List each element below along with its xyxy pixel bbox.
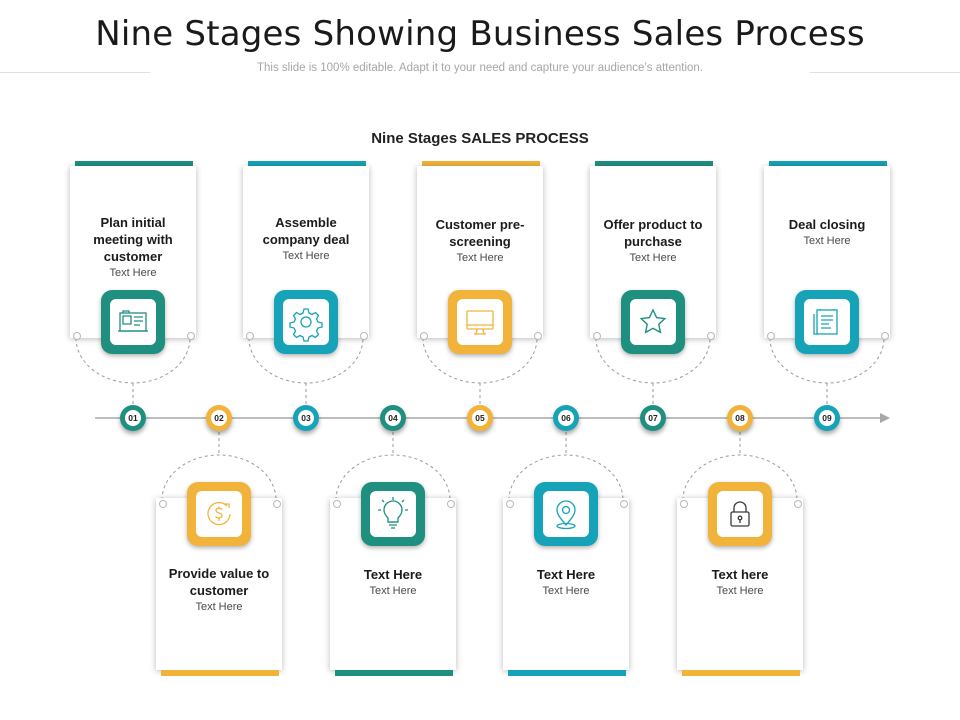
arc-stage-05 <box>422 337 538 384</box>
stage-icon-frame-03 <box>274 290 338 354</box>
card-accent-bar-04 <box>335 670 453 676</box>
pin <box>506 500 514 508</box>
stage-card-07: Offer product to purchase Text Here <box>590 166 716 338</box>
pin <box>360 332 368 340</box>
stage-text-09: Text Here <box>803 235 851 247</box>
card-accent-bar-03 <box>248 161 366 167</box>
arc-stage-01 <box>75 337 191 384</box>
pin <box>620 500 628 508</box>
timeline-node-02: 02 <box>206 405 232 431</box>
stage-icon-frame-06 <box>534 482 598 546</box>
pin <box>447 500 455 508</box>
card-accent-bar-05 <box>422 161 540 167</box>
blueprint-icon <box>118 310 148 332</box>
timeline-arrowhead <box>880 413 890 423</box>
node-number-04: 04 <box>385 410 401 426</box>
pin <box>420 332 428 340</box>
arc-stage-02 <box>161 454 277 501</box>
pin <box>707 332 715 340</box>
pin <box>73 332 81 340</box>
pin <box>534 332 542 340</box>
stage-icon-frame-05 <box>448 290 512 354</box>
stage-icon-frame-07 <box>621 290 685 354</box>
node-number-06: 06 <box>558 410 574 426</box>
timeline-node-04: 04 <box>380 405 406 431</box>
pin <box>593 332 601 340</box>
stage-heading-01: Plan initial meeting with customer <box>93 215 173 264</box>
timeline-node-07: 07 <box>640 405 666 431</box>
stage-text-04: Text Here <box>369 585 417 597</box>
node-number-03: 03 <box>298 410 314 426</box>
stage-heading-04: Text Here <box>363 567 423 582</box>
timeline-node-06: 06 <box>553 405 579 431</box>
stage-heading-09: Deal closing <box>788 217 866 232</box>
arc-stage-03 <box>248 337 364 384</box>
stage-heading-03: Assemble company deal <box>262 215 350 247</box>
timeline-node-05: 05 <box>467 405 493 431</box>
pin <box>159 500 167 508</box>
title-divider-left <box>0 72 150 73</box>
stage-icon-frame-04 <box>361 482 425 546</box>
stage-icon-frame-09 <box>795 290 859 354</box>
pin <box>273 500 281 508</box>
lightbulb-icon <box>378 497 408 529</box>
arc-stage-09 <box>769 337 885 384</box>
stage-heading-05: Customer pre-screening <box>435 217 525 249</box>
dollar-icon <box>207 501 231 526</box>
card-accent-bar-02 <box>161 670 279 676</box>
card-accent-bar-07 <box>595 161 713 167</box>
title-divider-right <box>810 72 960 73</box>
node-number-01: 01 <box>125 410 141 426</box>
card-accent-bar-06 <box>508 670 626 676</box>
pin <box>881 332 889 340</box>
timeline-node-08: 08 <box>727 405 753 431</box>
stage-text-06: Text Here <box>542 585 590 597</box>
arc-stage-08 <box>682 454 798 501</box>
star-icon <box>639 308 667 334</box>
pin <box>794 500 802 508</box>
stage-text-05: Text Here <box>456 252 504 264</box>
stage-heading-02: Provide value to customer <box>168 566 270 598</box>
stage-text-02: Text Here <box>195 601 243 613</box>
pin <box>767 332 775 340</box>
card-accent-bar-08 <box>682 670 800 676</box>
timeline-node-01: 01 <box>120 405 146 431</box>
node-number-05: 05 <box>472 410 488 426</box>
stage-text-03: Text Here <box>282 250 330 262</box>
gear-icon <box>289 308 323 342</box>
pin <box>187 332 195 340</box>
padlock-icon <box>730 501 750 527</box>
slide-subtitle: This slide is 100% editable. Adapt it to… <box>256 62 704 74</box>
document-icon <box>813 309 838 335</box>
pin <box>246 332 254 340</box>
stage-text-01: Text Here <box>109 267 157 279</box>
slide-title: Nine Stages Showing Business Sales Proce… <box>95 14 865 54</box>
card-accent-bar-09 <box>769 161 887 167</box>
node-number-02: 02 <box>211 410 227 426</box>
stage-text-07: Text Here <box>629 252 677 264</box>
arc-stage-07 <box>595 337 711 384</box>
stage-card-01: Plan initial meeting with customer Text … <box>70 166 196 338</box>
arc-stage-04 <box>335 454 451 501</box>
stage-text-08: Text Here <box>716 585 764 597</box>
stage-icon-frame-01 <box>101 290 165 354</box>
arc-stage-06 <box>508 454 624 501</box>
stage-icon-frame-02 <box>187 482 251 546</box>
node-number-07: 07 <box>645 410 661 426</box>
pin <box>333 500 341 508</box>
location-pin-icon <box>556 500 576 530</box>
diagram-title: Nine Stages SALES PROCESS <box>371 130 589 147</box>
stage-heading-08: Text here <box>711 567 769 582</box>
node-number-09: 09 <box>819 410 835 426</box>
stage-icon-frame-08 <box>708 482 772 546</box>
node-number-08: 08 <box>732 410 748 426</box>
monitor-icon <box>466 310 494 335</box>
stage-heading-06: Text Here <box>536 567 596 582</box>
card-accent-bar-01 <box>75 161 193 167</box>
timeline-node-03: 03 <box>293 405 319 431</box>
timeline-node-09: 09 <box>814 405 840 431</box>
stage-heading-07: Offer product to purchase <box>603 217 703 249</box>
pin <box>680 500 688 508</box>
